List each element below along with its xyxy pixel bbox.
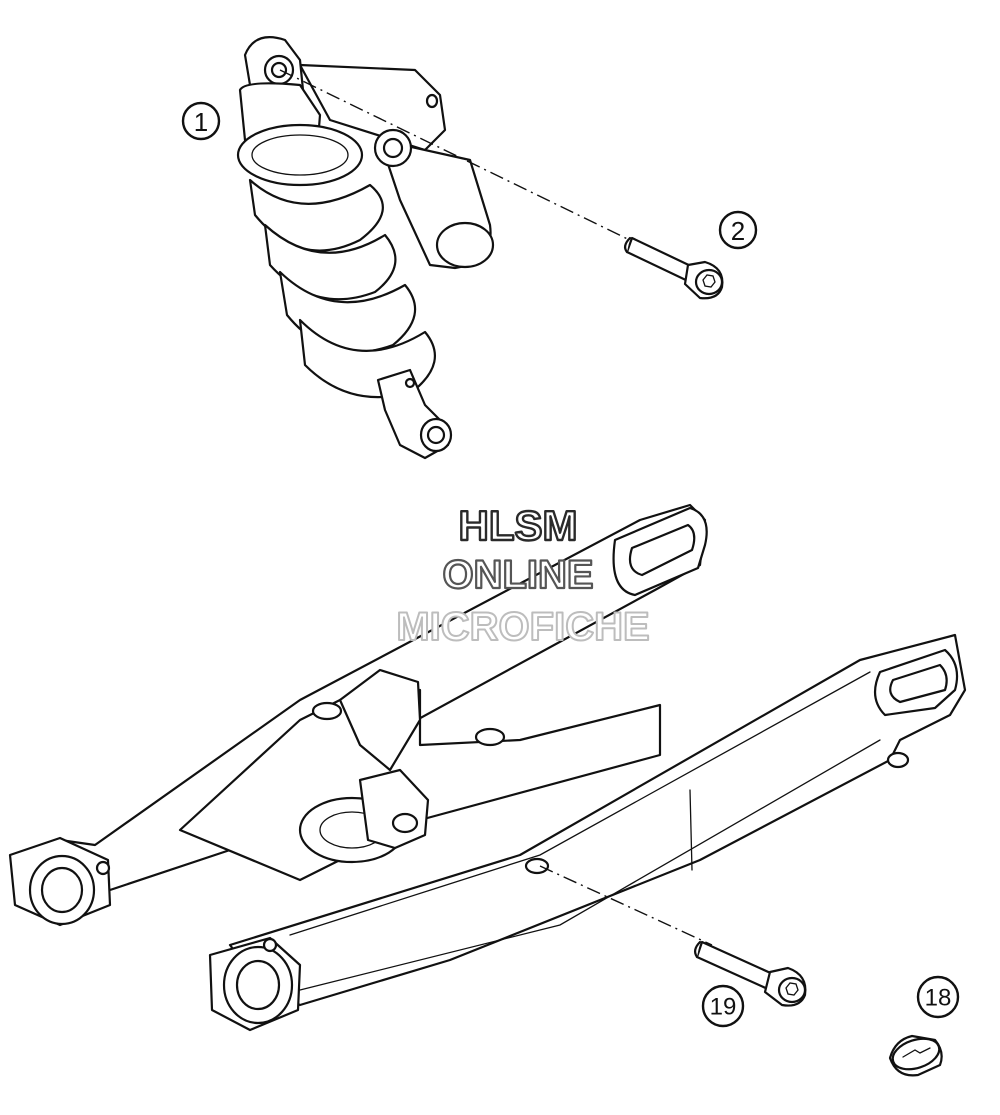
callout-label-2: 2 <box>731 216 745 246</box>
swingarm <box>8 503 967 1032</box>
watermark-line-1: HLSM <box>459 502 578 549</box>
shock-absorber <box>236 36 495 460</box>
callout-18: 18 <box>916 975 960 1019</box>
swingarm-bolt <box>693 940 807 1007</box>
pivot-bushing-near <box>208 936 302 1032</box>
watermark: HLSM ONLINE MICROFICHE <box>395 501 650 650</box>
upper-shock-bolt <box>623 236 724 300</box>
logo-cap <box>888 1034 943 1077</box>
callout-label-18: 18 <box>925 985 952 1012</box>
watermark-line-3: MICROFICHE <box>396 605 649 649</box>
axle-slot-near <box>873 648 959 769</box>
pivot-bushing-far <box>8 836 112 927</box>
shock-mount <box>298 668 506 864</box>
assembly-line-lower <box>539 865 713 946</box>
axle-slot-far <box>612 506 708 597</box>
callout-2: 2 <box>718 210 758 250</box>
callout-label-19: 19 <box>710 994 737 1021</box>
callout-label-1: 1 <box>194 107 208 137</box>
callout-1: 1 <box>181 101 221 141</box>
callout-19: 19 <box>701 984 745 1028</box>
watermark-line-2: ONLINE <box>442 553 593 597</box>
